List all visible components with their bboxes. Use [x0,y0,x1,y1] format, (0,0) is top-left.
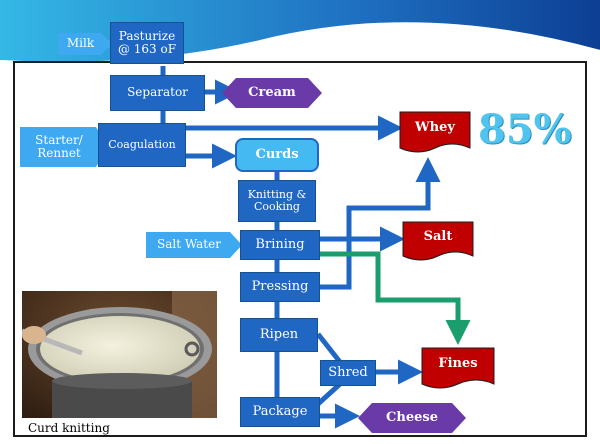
pasturize-label: Pasturize @ 163 oF [117,28,177,56]
knitting-cooking-label: Knitting & Cooking [247,187,307,213]
pressing-box: Pressing [240,272,320,302]
separator-label: Separator [127,85,188,100]
brining-box: Brining [240,230,320,260]
curds-label: Curds [255,146,299,162]
knitting-cooking-box: Knitting & Cooking [238,180,316,222]
ripen-box: Ripen [240,318,318,352]
photo-caption: Curd knitting [28,421,110,435]
shred-label: Shred [328,364,368,380]
fines-output: Fines [422,350,494,378]
salt-water-input: Salt Water [146,232,242,258]
salt-label: Salt [423,228,453,244]
whey-flag-shape [399,111,471,153]
separator-box: Separator [110,75,205,111]
salt-water-label: Salt Water [157,237,221,252]
arrow-press-whey [320,157,441,290]
cream-label: Cream [248,84,296,100]
line-ripen-shred [316,332,342,364]
starter-rennet-label: Starter/ Rennet [35,132,83,160]
line-package-shred [316,382,342,406]
pasturize-box: Pasturize @ 163 oF [110,22,184,64]
pot-of-curds-image [22,291,217,418]
coagulation-box: Coagulation [98,123,186,167]
salt-flag-shape [402,221,474,261]
shred-box: Shred [320,360,376,386]
brining-label: Brining [255,236,305,252]
whey-label: Whey [415,119,455,135]
salt-output: Salt [403,224,473,250]
milk-input: Milk [58,33,113,55]
cheese-label: Cheese [386,409,438,425]
ripen-label: Ripen [259,326,299,342]
curd-knitting-photo [22,291,217,418]
fines-flag-shape [421,347,495,389]
milk-label: Milk [66,36,95,51]
pressing-label: Pressing [251,278,309,294]
whey-output: Whey [400,114,470,142]
cheese-output: Cheese [358,403,466,433]
package-label: Package [252,403,308,419]
package-box: Package [240,397,320,427]
cream-output: Cream [222,78,322,108]
arrow-brine-fines [320,251,471,345]
coagulation-label: Coagulation [108,137,176,151]
starter-rennet-input: Starter/ Rennet [20,127,108,167]
fines-label: Fines [438,355,478,371]
curds-box: Curds [235,138,319,172]
whey-percent: 85% [478,106,572,153]
